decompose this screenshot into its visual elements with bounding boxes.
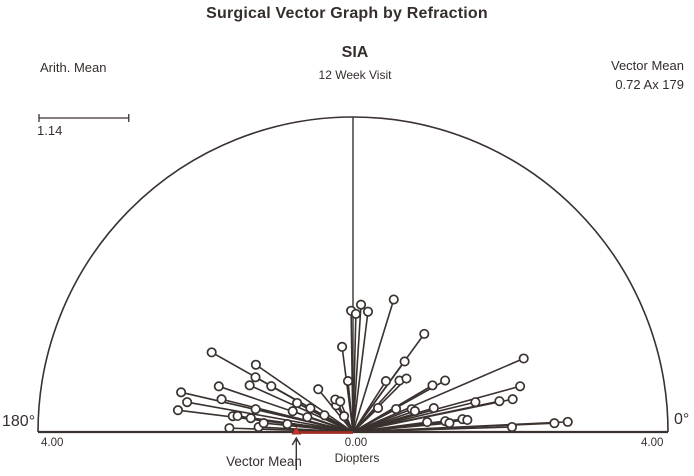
visit-label: 12 Week Visit (318, 68, 392, 82)
data-vector-endpoint-marker (507, 394, 518, 405)
data-vector-endpoint-marker (391, 403, 402, 415)
vector-mean-arrow-head (291, 436, 301, 446)
data-vector-line (255, 364, 354, 433)
data-vector-line (350, 310, 354, 433)
data-vector-endpoint-marker (250, 404, 261, 415)
radius-tick-right: 4.00 (641, 437, 664, 449)
vector-mean-annotation: Vector Mean (226, 454, 302, 469)
data-vector-line (352, 304, 362, 433)
data-vector-endpoint-marker (380, 376, 391, 387)
data-vector-line (352, 299, 395, 433)
data-vector-line (249, 384, 354, 433)
data-vector-endpoint-marker (422, 417, 433, 428)
data-vector-endpoint-marker (305, 403, 316, 414)
data-vector-endpoint-marker (282, 419, 293, 430)
data-vector-endpoint-marker (462, 414, 473, 426)
data-vector-endpoint-marker (302, 412, 313, 423)
data-vector-line (352, 360, 406, 433)
data-vector-endpoint-marker (172, 405, 184, 416)
data-vector-endpoint-marker (506, 421, 518, 433)
axis-label-0deg: 0° (674, 411, 690, 428)
data-vector-endpoint-marker (266, 381, 277, 392)
data-vector-endpoint-marker (206, 347, 217, 358)
data-vector-endpoint-marker (319, 410, 330, 421)
arith-mean-label: Arith. Mean (40, 60, 107, 75)
data-vector-endpoint-marker (549, 418, 560, 429)
data-vector-endpoint-marker (427, 380, 438, 391)
data-vector-endpoint-marker (287, 406, 298, 417)
data-vector-line (317, 388, 354, 433)
data-vector-line (186, 401, 354, 433)
scale-bar-value: 1.14 (37, 123, 63, 138)
vector-mean-header: Vector Mean 0.72 Ax 179 (611, 56, 684, 94)
vector-mean-triangle-marker (291, 426, 302, 435)
data-vector-endpoint-marker (372, 402, 384, 414)
data-vector-endpoint-marker (176, 387, 187, 398)
data-vector-endpoint-marker (518, 353, 529, 364)
data-vector-line (352, 357, 525, 433)
data-vector-endpoint-marker (494, 396, 505, 407)
data-vector-endpoint-marker (213, 381, 224, 392)
data-vector-endpoint-marker (232, 410, 243, 422)
data-vector-endpoint-marker (292, 397, 303, 409)
data-vector-endpoint-marker (401, 373, 412, 384)
data-vector-line (221, 398, 354, 433)
data-vector-endpoint-marker (245, 413, 256, 424)
radius-tick-left: 4.00 (41, 437, 64, 449)
data-vector-line (352, 311, 369, 433)
data-vector-endpoint-marker (562, 416, 573, 427)
page-title: Surgical Vector Graph by Refraction (206, 5, 488, 22)
vector-mean-header-label: Vector Mean (611, 58, 684, 73)
data-vector-endpoint-marker (419, 328, 430, 339)
vector-mean-header-value: 0.72 Ax 179 (615, 77, 684, 92)
data-vector-line (352, 398, 513, 433)
data-vector-endpoint-marker (444, 418, 455, 429)
data-vector-endpoint-marker (216, 394, 227, 405)
axis-label-180deg: 180° (2, 413, 36, 430)
data-vector-endpoint-marker (244, 380, 255, 391)
group-label: SIA (341, 44, 369, 61)
data-vector-endpoint-marker (250, 372, 261, 383)
data-vector-endpoint-marker (335, 396, 346, 407)
data-vector-line (292, 410, 354, 433)
data-vector-endpoint-marker (409, 405, 420, 417)
data-vector-endpoint-marker (388, 294, 399, 305)
data-vector-endpoint-marker (182, 397, 193, 408)
data-vector-endpoint-marker (362, 306, 374, 317)
data-vector-endpoint-marker (258, 418, 269, 429)
data-vector-endpoint-marker (440, 375, 451, 386)
data-vector-line (352, 407, 379, 433)
data-vector-endpoint-marker (470, 397, 481, 408)
data-vector-endpoint-marker (350, 308, 361, 319)
data-vector-endpoint-marker (313, 384, 324, 395)
units-label: Diopters (334, 451, 380, 465)
data-vector-endpoint-marker (399, 356, 410, 367)
data-vector-endpoint-marker (339, 411, 350, 422)
data-vector-endpoint-marker (337, 341, 348, 352)
data-vector-endpoint-marker (515, 381, 526, 392)
data-vector-endpoint-marker (342, 376, 354, 387)
data-vector-endpoint-marker (428, 403, 439, 414)
radius-tick-origin: 0.00 (344, 437, 368, 449)
data-vector-endpoint-marker (250, 359, 261, 370)
data-vector-endpoint-marker (355, 299, 367, 310)
